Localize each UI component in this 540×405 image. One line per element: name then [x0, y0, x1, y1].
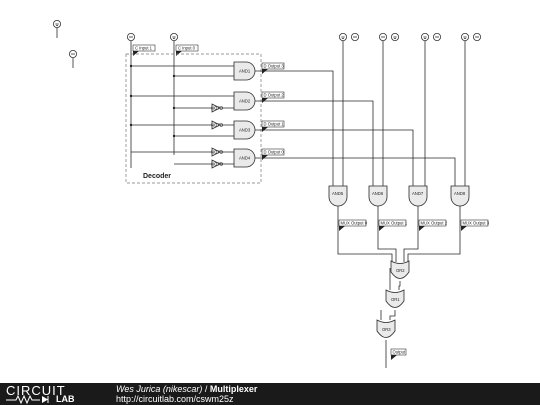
- source-pair-1[interactable]: [338, 33, 359, 42]
- circuitlab-logo[interactable]: CIRCUIT LAB: [6, 383, 102, 404]
- not-gate-not3[interactable]: NOT3: [211, 147, 223, 157]
- svg-text:AND8: AND8: [454, 191, 466, 196]
- label-mux-output-0[interactable]: MUX Output 0: [338, 219, 368, 231]
- svg-text:D Output 2: D Output 2: [264, 93, 285, 98]
- and-gate-and7[interactable]: AND7: [408, 185, 428, 207]
- svg-text:OR2: OR2: [396, 268, 405, 273]
- svg-text:OR3: OR3: [382, 327, 391, 332]
- svg-text:D Output 3: D Output 3: [264, 64, 285, 69]
- circuit-url[interactable]: http://circuitlab.com/cswm25z: [116, 394, 234, 404]
- svg-text:AND4: AND4: [239, 156, 251, 161]
- credit-separator: /: [204, 384, 208, 394]
- label-mux-output-1[interactable]: MUX Output 1: [378, 219, 408, 231]
- source-c0[interactable]: [169, 33, 178, 42]
- logo-wordmark: CIRCUIT: [6, 383, 66, 398]
- svg-text:C Input 0: C Input 0: [178, 46, 196, 51]
- svg-text:NOT4: NOT4: [211, 162, 223, 167]
- label-d-output-2[interactable]: D Output 2: [261, 91, 285, 103]
- label-d-output-1[interactable]: D Output 1: [261, 120, 285, 132]
- label-d-output-0[interactable]: D Output 0: [261, 148, 285, 160]
- and-gate-and5[interactable]: AND5: [328, 185, 348, 207]
- not-gate-not2[interactable]: NOT2: [211, 120, 223, 130]
- svg-text:AND3: AND3: [239, 128, 251, 133]
- label-output[interactable]: Output: [390, 348, 407, 360]
- not-gate-not4[interactable]: NOT4: [211, 159, 223, 169]
- and-gate-and6[interactable]: AND6: [368, 185, 388, 207]
- svg-text:OR1: OR1: [391, 297, 400, 302]
- source-c1[interactable]: [127, 33, 136, 42]
- source-pair-2[interactable]: [378, 33, 399, 42]
- and-gate-and1[interactable]: AND1: [233, 61, 256, 81]
- logo-lab-text: LAB: [56, 394, 75, 404]
- source-pair-4[interactable]: [460, 33, 481, 42]
- svg-text:Output: Output: [393, 350, 406, 355]
- svg-text:D Output 1: D Output 1: [264, 122, 285, 127]
- voltage-source-left[interactable]: [69, 50, 78, 68]
- not-gate-not1[interactable]: NOT1: [211, 103, 223, 113]
- author-name[interactable]: Wes Jurica (nikescar): [116, 384, 203, 394]
- svg-text:D Output 0: D Output 0: [264, 150, 285, 155]
- svg-text:AND7: AND7: [412, 191, 424, 196]
- and-gate-and8[interactable]: AND8: [450, 185, 470, 207]
- or-gate-or2[interactable]: OR2: [390, 260, 410, 279]
- svg-text:C Input 1: C Input 1: [135, 46, 153, 51]
- and-gate-and2[interactable]: AND2: [233, 91, 256, 111]
- svg-text:MUX Output 3: MUX Output 3: [463, 221, 490, 226]
- label-mux-output-3[interactable]: MUX Output 3: [460, 219, 490, 231]
- svg-text:AND1: AND1: [239, 69, 251, 74]
- label-c-input-0[interactable]: C Input 0: [175, 44, 199, 56]
- circuit-title: Multiplexer: [209, 384, 258, 394]
- svg-text:AND2: AND2: [239, 99, 251, 104]
- svg-text:MUX Output 1: MUX Output 1: [381, 221, 408, 226]
- source-pair-3[interactable]: [420, 33, 441, 42]
- or-gate-or3[interactable]: OR3: [376, 319, 396, 338]
- logo-resistor-icon: [6, 395, 49, 404]
- label-mux-output-2[interactable]: MUX Output 2: [418, 219, 448, 231]
- schematic[interactable]: C Input 1 C Input 0 Decoder NOT1 NOT2 NO…: [0, 0, 540, 383]
- svg-text:AND6: AND6: [372, 191, 384, 196]
- svg-text:NOT3: NOT3: [211, 150, 223, 155]
- credit-line: Wes Jurica (nikescar) / Multiplexer: [116, 384, 257, 394]
- label-c-input-1[interactable]: C Input 1: [132, 44, 156, 56]
- svg-text:NOT1: NOT1: [211, 106, 223, 111]
- and-gate-and3[interactable]: AND3: [233, 120, 256, 140]
- and-gate-and4[interactable]: AND4: [233, 148, 256, 168]
- ground-symbol-left[interactable]: [53, 19, 62, 38]
- label-d-output-3[interactable]: D Output 3: [261, 62, 285, 74]
- svg-text:MUX Output 2: MUX Output 2: [421, 221, 448, 226]
- or-gate-or1[interactable]: OR1: [385, 289, 405, 308]
- svg-text:MUX Output 0: MUX Output 0: [341, 221, 368, 226]
- decoder-label: Decoder: [143, 173, 171, 180]
- svg-text:NOT2: NOT2: [211, 123, 223, 128]
- decoder-box: [125, 53, 262, 184]
- footer-bar: CIRCUIT LAB Wes Jurica (nikescar) / Mult…: [0, 383, 540, 405]
- svg-text:AND5: AND5: [332, 191, 344, 196]
